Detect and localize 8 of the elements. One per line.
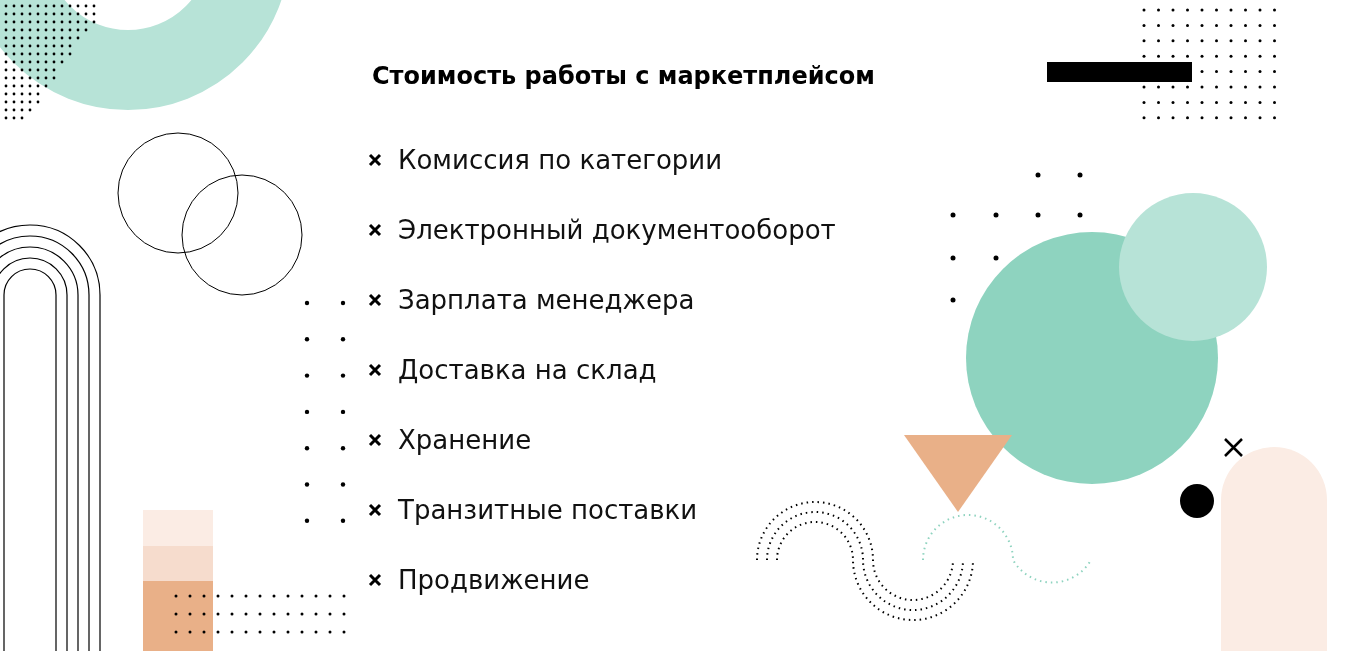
title: Стоимость работы с маркетплейсом bbox=[372, 62, 875, 90]
list-item: Доставка на склад bbox=[398, 354, 657, 385]
list-item: Комиссия по категории bbox=[398, 144, 723, 175]
list-item: Транзитные поставки bbox=[398, 494, 698, 525]
list-item: Зарплата менеджера bbox=[398, 284, 695, 315]
list-item: Продвижение bbox=[398, 564, 590, 595]
list-item: Электронный документооборот bbox=[398, 214, 836, 245]
list-item: Хранение bbox=[398, 424, 532, 455]
